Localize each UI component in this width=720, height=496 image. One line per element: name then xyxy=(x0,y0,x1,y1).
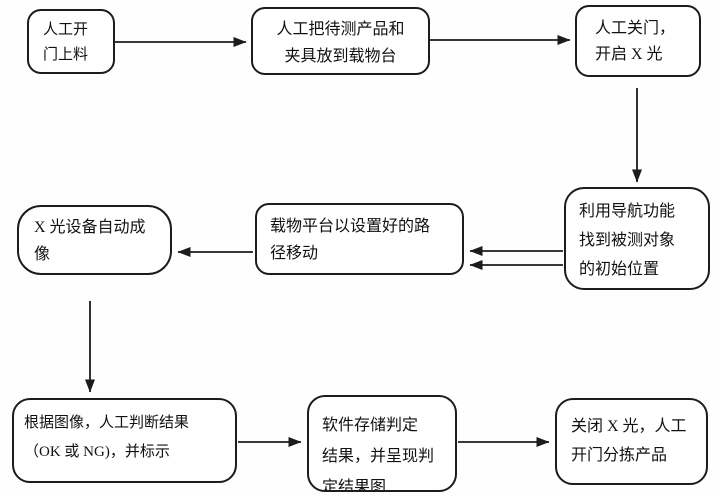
node-text-line: 根据图像，人工判断结果 xyxy=(24,415,190,431)
node-text-line: 定结果图 xyxy=(322,479,387,492)
node-text-line: 像 xyxy=(34,246,51,263)
node-close-door-xray-on: 人工关门， 开启 X 光 xyxy=(575,5,701,77)
node-text-line: 关闭 X 光，人工 xyxy=(571,418,687,435)
node-text-line: 开门分拣产品 xyxy=(571,447,668,464)
node-text-line: 软件存储判定 xyxy=(322,417,419,434)
node-stage-move-path: 载物平台以设置好的路 径移动 xyxy=(255,203,464,275)
node-text-line: 结果，并呈现判 xyxy=(322,448,435,465)
node-text-line: 人工把待测产品和 xyxy=(276,21,405,38)
node-text-line: 人工关门， xyxy=(595,20,676,37)
node-text-line: 人工开 xyxy=(43,22,89,38)
node-text-line: X 光设备自动成 xyxy=(34,219,146,236)
node-xray-off-sort-product: 关闭 X 光，人工 开门分拣产品 xyxy=(555,398,708,485)
node-text-line: （OK 或 NG)，并标示 xyxy=(24,444,170,460)
node-text-line: 夹具放到载物台 xyxy=(284,48,397,65)
node-text-line: 载物平台以设置好的路 xyxy=(270,218,431,235)
node-xray-auto-imaging: X 光设备自动成 像 xyxy=(17,205,172,275)
node-software-store-result: 软件存储判定 结果，并呈现判 定结果图 xyxy=(307,395,457,492)
node-manual-judge-result: 根据图像，人工判断结果 （OK 或 NG)，并标示 xyxy=(12,398,237,483)
node-text-line: 开启 X 光 xyxy=(595,46,663,63)
node-navigate-initial-position: 利用导航功能 找到被测对象 的初始位置 xyxy=(564,187,710,290)
node-text-line: 找到被测对象 xyxy=(579,232,676,249)
node-manual-open-door-load: 人工开 门上料 xyxy=(27,9,115,74)
node-text-line: 的初始位置 xyxy=(579,261,660,278)
node-text-line: 利用导航功能 xyxy=(579,203,676,220)
node-place-product-fixture: 人工把待测产品和 夹具放到载物台 xyxy=(251,7,430,75)
node-text-line: 径移动 xyxy=(270,245,319,262)
node-text-line: 门上料 xyxy=(43,47,89,63)
